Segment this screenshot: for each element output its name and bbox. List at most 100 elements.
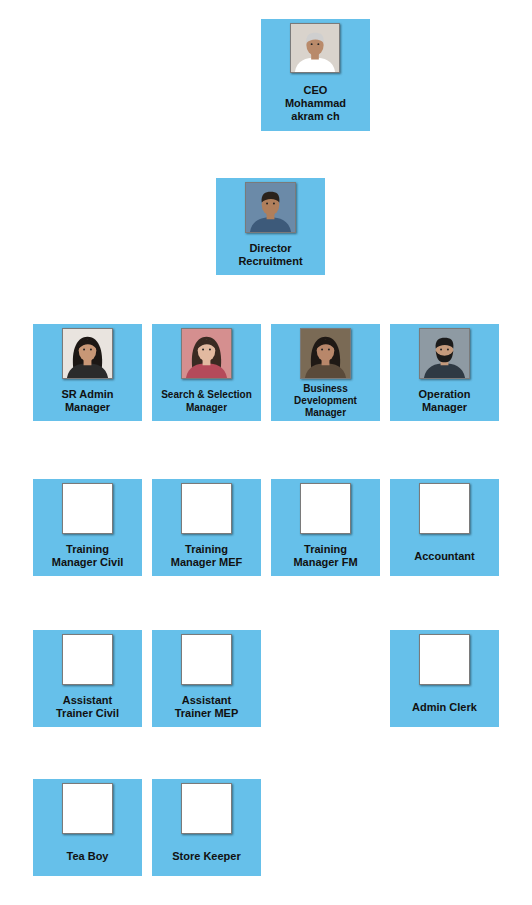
eye-dot bbox=[273, 203, 275, 205]
text-area: CEO Mohammad akram ch bbox=[261, 75, 370, 131]
role-title: Business Development Manager bbox=[284, 383, 368, 419]
empty-photo-frame bbox=[62, 783, 113, 834]
text-area: Accountant bbox=[390, 536, 499, 576]
org-box: Search & Selection Manager bbox=[152, 324, 261, 421]
role-title: Training Manager FM bbox=[284, 543, 368, 569]
photo-frame bbox=[62, 328, 113, 379]
face-shape bbox=[317, 340, 335, 362]
hair-shape bbox=[262, 192, 280, 203]
portrait-photo bbox=[182, 329, 231, 378]
photo-frame bbox=[181, 328, 232, 379]
org-box: Training Manager MEF bbox=[152, 479, 261, 576]
org-box: Director Recruitment bbox=[216, 178, 325, 275]
empty-photo-frame bbox=[62, 634, 113, 685]
role-title: CEO Mohammad akram ch bbox=[274, 84, 358, 123]
text-area: Training Manager MEF bbox=[152, 536, 261, 576]
portrait-photo bbox=[63, 329, 112, 378]
text-area: Operation Manager bbox=[390, 381, 499, 421]
empty-photo-frame bbox=[181, 483, 232, 534]
hair-shape bbox=[436, 338, 454, 349]
role-title: Admin Clerk bbox=[403, 701, 487, 714]
org-box: Training Manager Civil bbox=[33, 479, 142, 576]
text-area: Store Keeper bbox=[152, 836, 261, 876]
role-title: Tea Boy bbox=[46, 850, 130, 863]
empty-photo-frame bbox=[419, 483, 470, 534]
photo-background bbox=[246, 183, 295, 232]
role-title: Training Manager Civil bbox=[46, 543, 130, 569]
hair-shape bbox=[306, 33, 324, 44]
empty-photo-frame bbox=[181, 783, 232, 834]
portrait-photo bbox=[301, 329, 350, 378]
photo-background bbox=[291, 24, 339, 72]
photo-frame bbox=[245, 182, 296, 233]
eye-dot bbox=[202, 349, 204, 351]
eye-dot bbox=[328, 349, 330, 351]
org-box: Training Manager FM bbox=[271, 479, 380, 576]
empty-photo-frame bbox=[181, 634, 232, 685]
portrait-photo bbox=[246, 183, 295, 232]
face-shape bbox=[198, 340, 216, 362]
org-box: Assistant Trainer MEP bbox=[152, 630, 261, 727]
hair-shape bbox=[198, 340, 216, 349]
role-title: Accountant bbox=[403, 550, 487, 563]
empty-photo-frame bbox=[300, 483, 351, 534]
text-area: Assistant Trainer MEP bbox=[152, 687, 261, 727]
eye-dot bbox=[440, 349, 442, 351]
photo-frame bbox=[290, 23, 340, 73]
role-title: Assistant Trainer MEP bbox=[165, 694, 249, 720]
eye-dot bbox=[321, 349, 323, 351]
role-title: Assistant Trainer Civil bbox=[46, 694, 130, 720]
role-title: Training Manager MEF bbox=[165, 543, 249, 569]
shoulders-shape bbox=[305, 363, 346, 378]
eye-dot bbox=[447, 349, 449, 351]
role-title: Store Keeper bbox=[165, 850, 249, 863]
face-shape bbox=[79, 340, 97, 362]
text-area: Admin Clerk bbox=[390, 687, 499, 727]
photo-background bbox=[301, 329, 350, 378]
shoulders-shape bbox=[250, 217, 291, 232]
org-box: Operation Manager bbox=[390, 324, 499, 421]
photo-background bbox=[182, 329, 231, 378]
role-title: Search & Selection Manager bbox=[161, 388, 253, 414]
photo-background bbox=[420, 329, 469, 378]
role-title: Operation Manager bbox=[403, 388, 487, 414]
org-box: CEO Mohammad akram ch bbox=[261, 19, 370, 131]
org-box: Accountant bbox=[390, 479, 499, 576]
eye-dot bbox=[83, 349, 85, 351]
shoulders-shape bbox=[67, 363, 108, 378]
text-area: Training Manager FM bbox=[271, 536, 380, 576]
shoulders-shape bbox=[186, 363, 227, 378]
eye-dot bbox=[311, 43, 313, 45]
text-area: Search & Selection Manager bbox=[152, 381, 261, 421]
portrait-photo bbox=[291, 24, 339, 72]
portrait-photo bbox=[420, 329, 469, 378]
role-title: SR Admin Manager bbox=[46, 388, 130, 414]
empty-photo-frame bbox=[419, 634, 470, 685]
org-box: Tea Boy bbox=[33, 779, 142, 876]
shoulders-shape bbox=[424, 363, 465, 378]
beard-shape bbox=[436, 351, 454, 363]
hair-shape bbox=[79, 340, 97, 349]
hair-shape bbox=[317, 340, 335, 349]
role-title: Director Recruitment bbox=[229, 242, 313, 268]
text-area: Tea Boy bbox=[33, 836, 142, 876]
empty-photo-frame bbox=[62, 483, 113, 534]
org-box: SR Admin Manager bbox=[33, 324, 142, 421]
eye-dot bbox=[90, 349, 92, 351]
eye-dot bbox=[266, 203, 268, 205]
org-box: Business Development Manager bbox=[271, 324, 380, 421]
eye-dot bbox=[209, 349, 211, 351]
org-box: Admin Clerk bbox=[390, 630, 499, 727]
eye-dot bbox=[317, 43, 319, 45]
org-box: Store Keeper bbox=[152, 779, 261, 876]
photo-frame bbox=[419, 328, 470, 379]
text-area: Director Recruitment bbox=[216, 235, 325, 275]
photo-frame bbox=[300, 328, 351, 379]
text-area: Business Development Manager bbox=[271, 381, 380, 421]
text-area: Assistant Trainer Civil bbox=[33, 687, 142, 727]
photo-background bbox=[63, 329, 112, 378]
shoulders-shape bbox=[295, 58, 335, 72]
text-area: Training Manager Civil bbox=[33, 536, 142, 576]
text-area: SR Admin Manager bbox=[33, 381, 142, 421]
